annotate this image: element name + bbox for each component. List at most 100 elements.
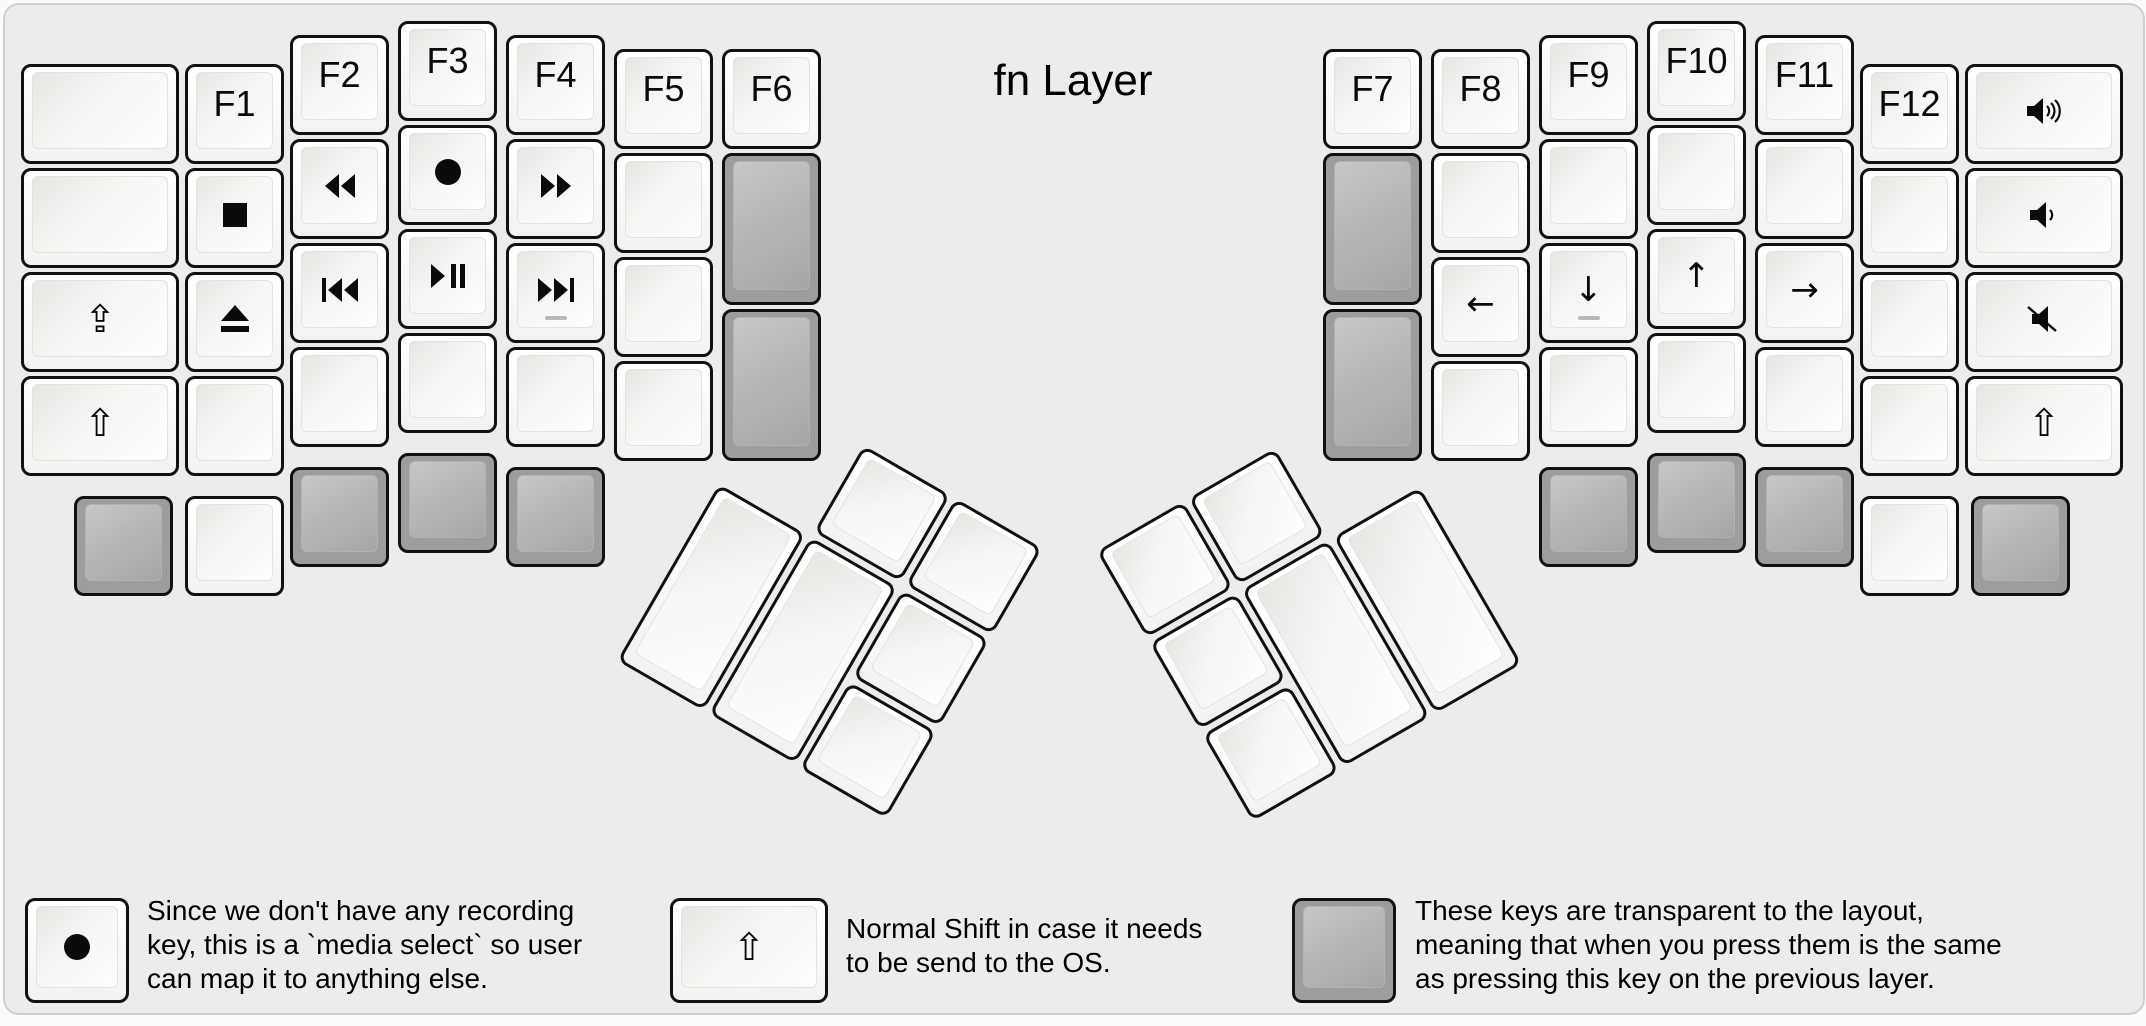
arrow-right-icon: → (1790, 269, 1819, 310)
eject-icon (218, 304, 252, 334)
key-blank[interactable] (1431, 153, 1530, 253)
key-blank[interactable] (1860, 376, 1959, 476)
key-blank[interactable] (614, 153, 713, 253)
key-volume-up[interactable] (1965, 64, 2123, 164)
key-blank[interactable] (614, 361, 713, 461)
key-blank[interactable] (1755, 139, 1854, 239)
key-f7[interactable]: F7 (1323, 49, 1422, 149)
key-f8[interactable]: F8 (1431, 49, 1530, 149)
key-arrow-right[interactable]: → (1755, 243, 1854, 343)
key-blank[interactable] (1431, 361, 1530, 461)
key-f10[interactable]: F10 (1647, 21, 1746, 121)
key-f1[interactable]: F1 (185, 64, 284, 164)
key-f11[interactable]: F11 (1755, 35, 1854, 135)
key-next-track[interactable] (506, 243, 605, 343)
keycap-face: F3 (409, 29, 486, 106)
keycap-face: ← (1442, 265, 1519, 342)
keycap-face: F4 (517, 43, 594, 120)
key-label: F2 (318, 54, 361, 95)
keycap-face: ↑ (1658, 237, 1735, 314)
key-transparent[interactable] (74, 496, 173, 596)
key-shift[interactable]: ⇧ (21, 376, 179, 476)
key-transparent[interactable] (722, 153, 821, 305)
key-legend-sample-shift[interactable]: ⇧ (670, 898, 828, 1003)
key-f3[interactable]: F3 (398, 21, 497, 121)
key-blank[interactable] (398, 333, 497, 433)
key-transparent[interactable] (1323, 153, 1422, 305)
key-blank[interactable] (614, 257, 713, 357)
record-icon (60, 932, 94, 962)
keycap-face: → (1766, 251, 1843, 328)
keycap-face (625, 161, 702, 238)
key-blank[interactable] (185, 376, 284, 476)
key-f9[interactable]: F9 (1539, 35, 1638, 135)
key-arrow-up[interactable]: ↑ (1647, 229, 1746, 329)
key-rewind[interactable] (290, 139, 389, 239)
keycap-face: ⇧ (681, 906, 817, 988)
keycap-face (1550, 475, 1627, 552)
keycap-face (1766, 147, 1843, 224)
arrow-down-icon: ↓ (1574, 269, 1603, 310)
homing-bar (1577, 316, 1600, 320)
key-blank[interactable] (21, 168, 179, 268)
key-play-pause[interactable] (398, 229, 497, 329)
key-arrow-down[interactable]: ↓ (1539, 243, 1638, 343)
key-label: F1 (213, 83, 256, 124)
key-blank[interactable] (1647, 333, 1746, 433)
next-track-icon (537, 277, 575, 303)
keycap-face (196, 384, 273, 461)
key-stop[interactable] (185, 168, 284, 268)
key-eject[interactable] (185, 272, 284, 372)
key-blank[interactable] (1860, 496, 1959, 596)
key-blank[interactable] (1755, 347, 1854, 447)
key-mute[interactable] (1965, 272, 2123, 372)
key-f4[interactable]: F4 (506, 35, 605, 135)
key-transparent[interactable] (398, 453, 497, 553)
key-label: F5 (642, 68, 685, 109)
key-blank[interactable] (506, 347, 605, 447)
key-fast-forward[interactable] (506, 139, 605, 239)
key-caps-lock[interactable]: ⇪ (21, 272, 179, 372)
key-transparent[interactable] (506, 467, 605, 567)
keycap-face (301, 475, 378, 552)
key-blank[interactable] (185, 496, 284, 596)
key-label: F3 (426, 40, 469, 81)
key-blank[interactable] (290, 347, 389, 447)
key-transparent[interactable] (1755, 467, 1854, 567)
key-shift[interactable]: ⇧ (1965, 376, 2123, 476)
key-transparent[interactable] (1647, 453, 1746, 553)
key-f6[interactable]: F6 (722, 49, 821, 149)
keycap-face (1871, 504, 1948, 581)
key-transparent[interactable] (722, 309, 821, 461)
volume-up-icon (2024, 96, 2064, 126)
key-blank[interactable] (1539, 139, 1638, 239)
key-transparent[interactable] (1323, 309, 1422, 461)
key-record[interactable] (398, 125, 497, 225)
key-blank[interactable] (1539, 347, 1638, 447)
keycap-face (1550, 355, 1627, 432)
key-volume-down[interactable] (1965, 168, 2123, 268)
key-legend-sample-transparent[interactable] (1292, 898, 1396, 1003)
key-prev-track[interactable] (290, 243, 389, 343)
key-legend-sample-record[interactable] (25, 898, 129, 1003)
keycap-face (1871, 384, 1948, 461)
key-blank[interactable] (21, 64, 179, 164)
key-f2[interactable]: F2 (290, 35, 389, 135)
key-blank[interactable] (1860, 168, 1959, 268)
key-transparent[interactable] (290, 467, 389, 567)
keycap-face (1303, 906, 1385, 988)
volume-down-icon (2024, 200, 2064, 230)
stop-icon (218, 201, 252, 229)
keycap-face (517, 251, 594, 328)
key-arrow-left[interactable]: ← (1431, 257, 1530, 357)
homing-bar (544, 316, 567, 320)
key-blank[interactable] (1860, 272, 1959, 372)
key-transparent[interactable] (1971, 496, 2070, 596)
key-label: F4 (534, 54, 577, 95)
key-blank[interactable] (1647, 125, 1746, 225)
key-f5[interactable]: F5 (614, 49, 713, 149)
key-transparent[interactable] (1539, 467, 1638, 567)
keycap-face (32, 176, 168, 253)
key-f12[interactable]: F12 (1860, 64, 1959, 164)
